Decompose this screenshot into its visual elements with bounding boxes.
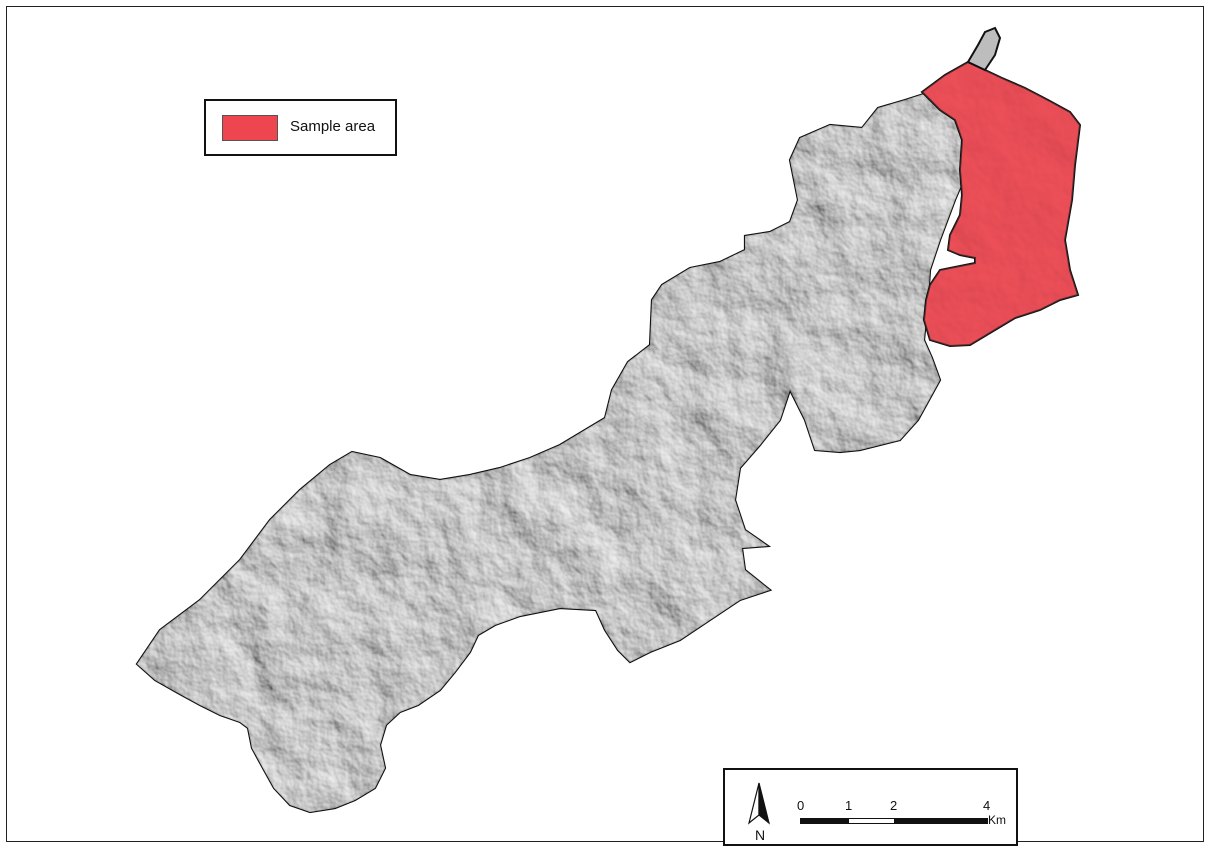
north-arrow-label: N: [755, 827, 766, 843]
map-legend: Sample area: [204, 99, 397, 156]
scale-tick-4: 4: [983, 798, 991, 813]
legend-swatch-sample-area: [222, 115, 278, 141]
scale-segment-2: [848, 818, 895, 824]
scale-segment-1: [800, 818, 849, 824]
watershed-northern-tip: [966, 26, 1002, 72]
scale-tick-1: 1: [845, 798, 853, 813]
north-arrow-icon: [747, 782, 771, 825]
legend-label-sample-area: Sample area: [290, 118, 376, 135]
watershed-relief: [137, 92, 975, 812]
scale-bar-box: N 0 1 2 4 Km: [723, 768, 1018, 846]
scale-segment-3: [894, 818, 988, 824]
scale-tick-0: 0: [797, 798, 805, 813]
scale-unit: Km: [988, 813, 1006, 827]
scale-tick-2: 2: [890, 798, 898, 813]
sample-area-relief: [922, 62, 1080, 346]
